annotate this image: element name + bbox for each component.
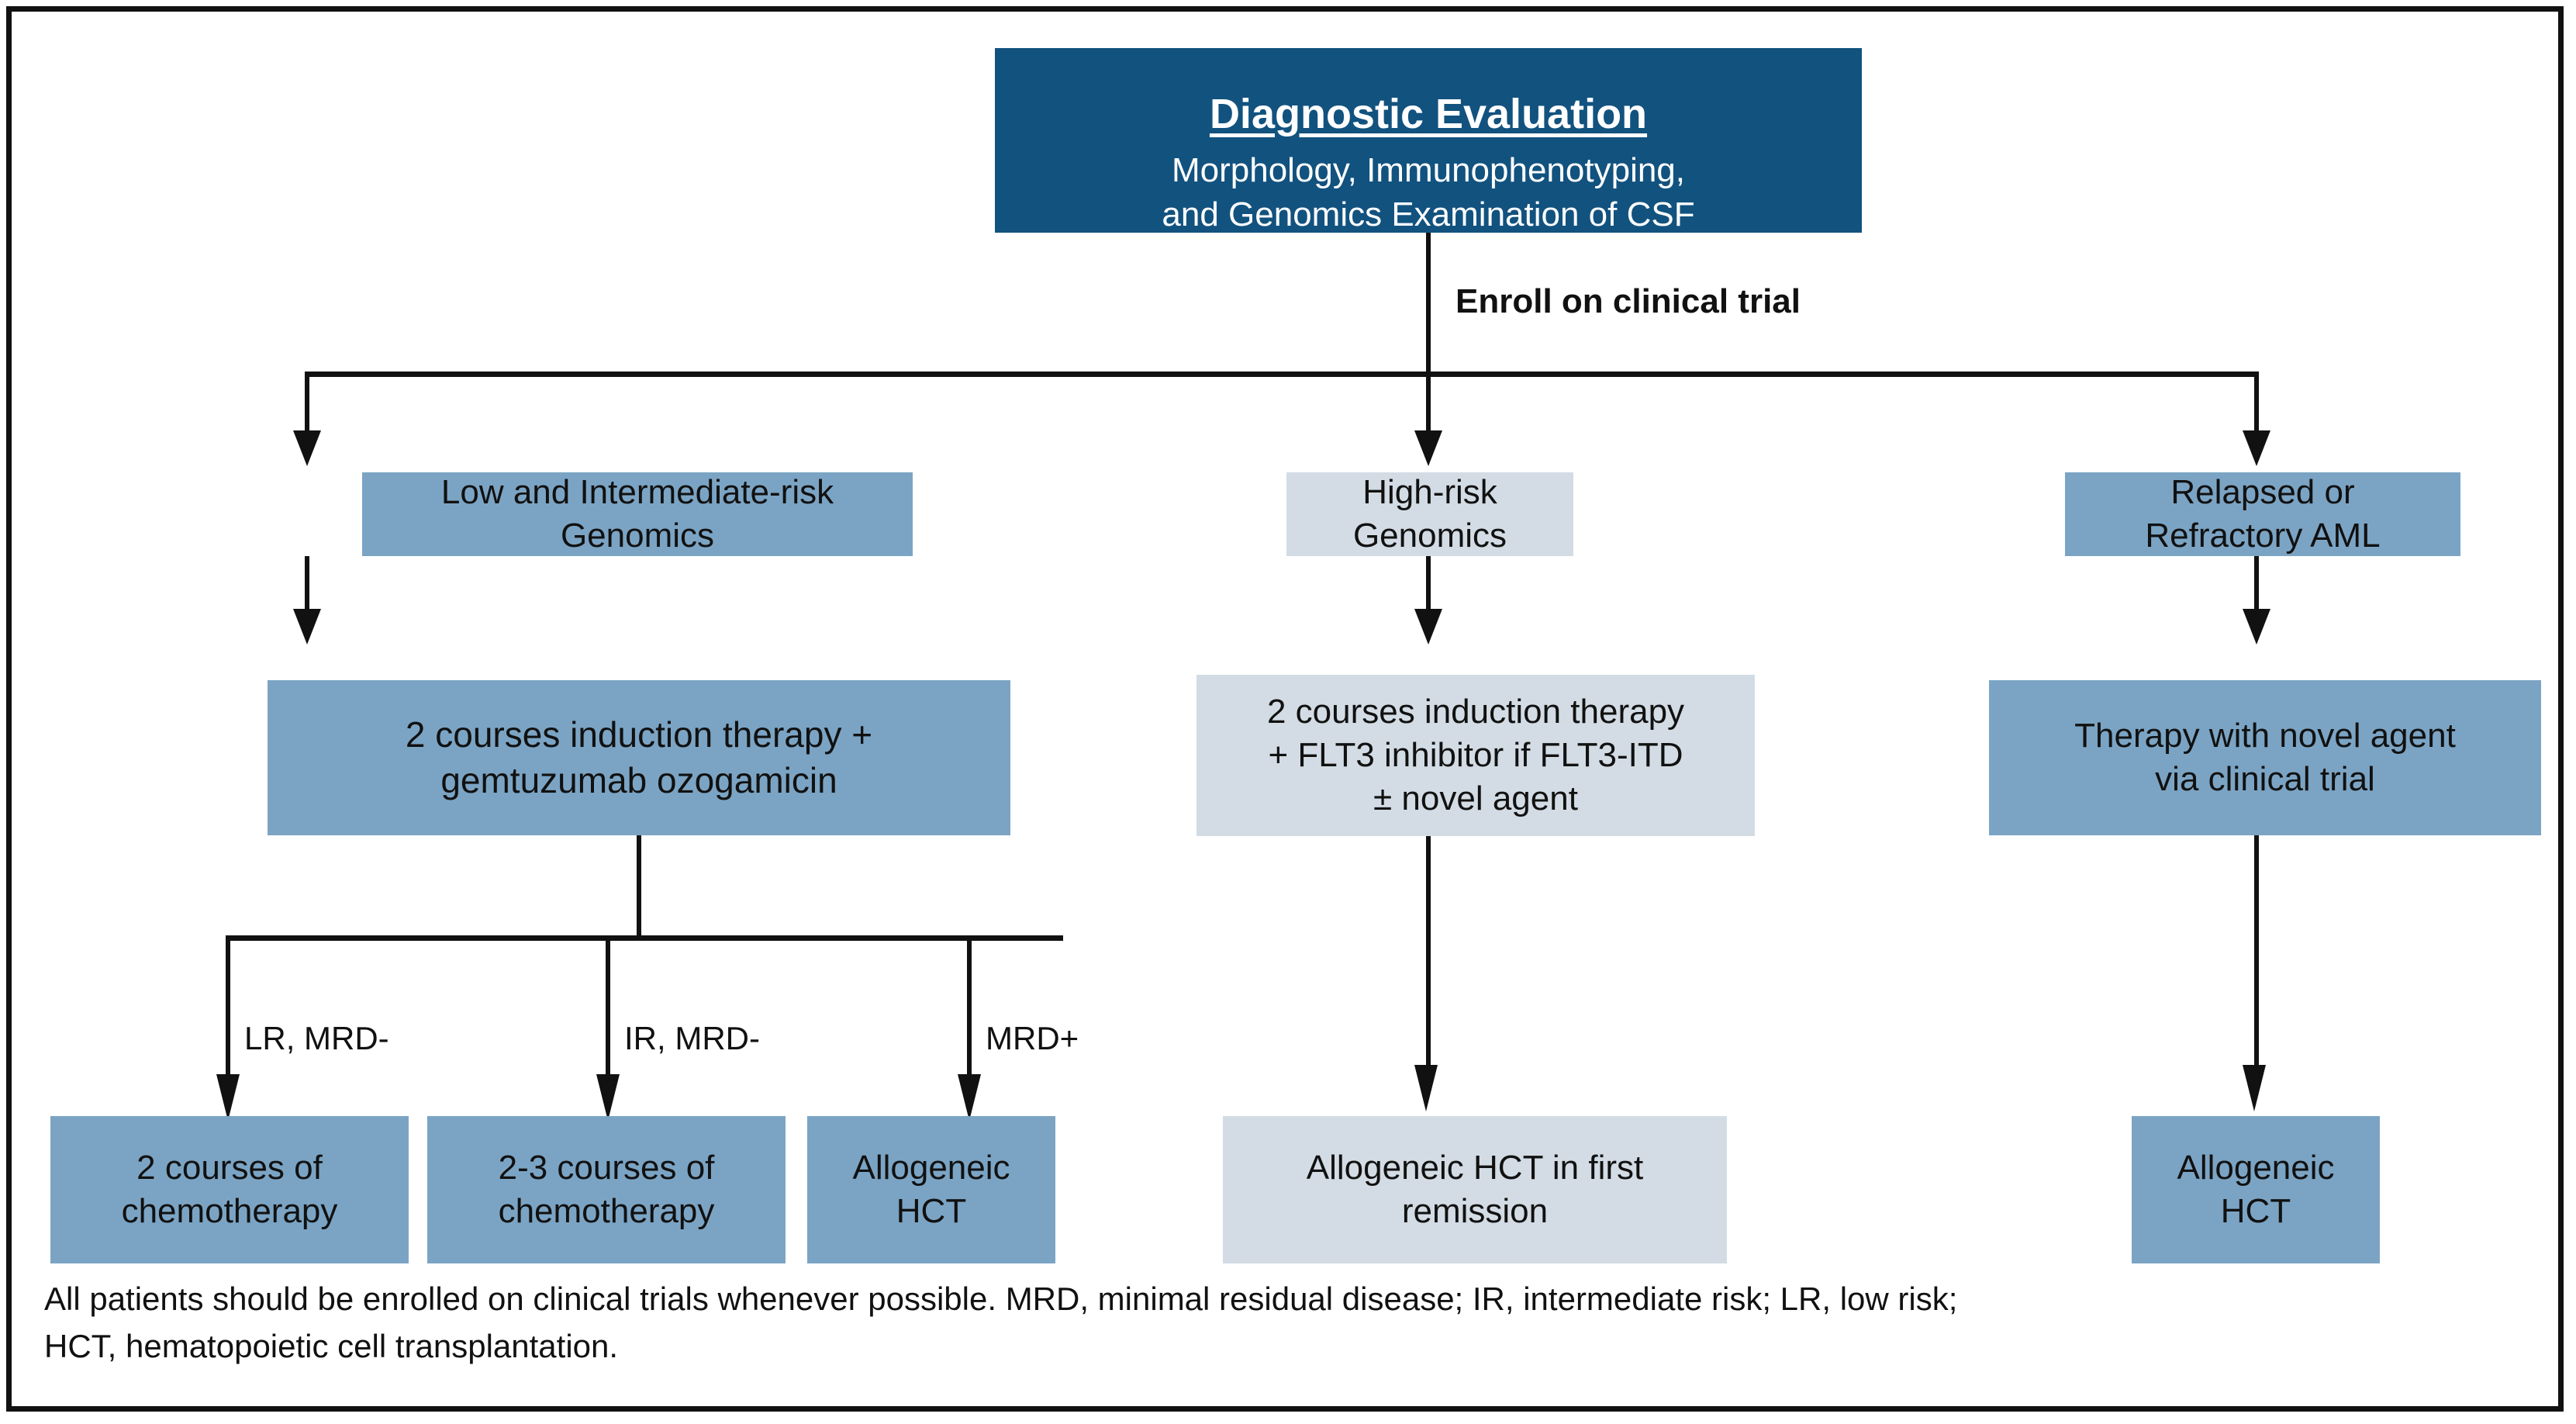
figure-footnote: All patients should be enrolled on clini…	[44, 1281, 1958, 1364]
node-col2-therapy-label: 2 courses induction therapy + FLT3 inhib…	[1266, 692, 1685, 818]
node-high-risk-genomics-label: High-risk Genomics	[1352, 472, 1507, 555]
connector-col1-drop-lr	[226, 935, 230, 1110]
connector-drop-col2	[1426, 372, 1431, 433]
connector-col1-therapy-stem	[637, 835, 641, 938]
connector-col2-risk-to-therapy	[1426, 556, 1431, 613]
edge-label-col1-ir-mrd-negative: IR, MRD-	[624, 1020, 760, 1056]
node-col2-outcome-allogeneic-hct-first-remission: Allogeneic HCT in first remission	[1223, 1116, 1727, 1263]
node-diagnostic-evaluation-title: Diagnostic Evaluation	[1209, 91, 1648, 138]
node-col1-outcome-2-3-courses-chemo-label: 2-3 courses of chemotherapy	[498, 1148, 715, 1230]
arrow-to-high-risk	[1414, 430, 1442, 466]
arrow-col1-outcome-lr	[216, 1074, 240, 1121]
arrow-col1-outcome-ir	[596, 1074, 620, 1121]
arrow-to-relapsed-refractory	[2243, 430, 2270, 466]
node-col1-outcome-2-3-courses-chemo: 2-3 courses of chemotherapy	[427, 1116, 786, 1263]
connector-drop-col1	[305, 372, 309, 433]
node-col1-outcome-allogeneic-hct-label: Allogeneic HCT	[852, 1148, 1010, 1230]
connector-top-distribution-bar	[305, 372, 2259, 377]
node-relapsed-refractory-aml: Relapsed or Refractory AML	[2065, 472, 2460, 556]
connector-col1-drop-mrdpos	[967, 935, 972, 1110]
node-col3-outcome-allogeneic-hct-label: Allogeneic HCT	[2177, 1148, 2335, 1230]
node-col1-therapy: 2 courses induction therapy + gemtuzumab…	[268, 680, 1010, 835]
node-col1-outcome-allogeneic-hct: Allogeneic HCT	[807, 1116, 1055, 1263]
node-col3-outcome-allogeneic-hct: Allogeneic HCT	[2132, 1116, 2380, 1263]
connector-col1-risk-to-therapy	[305, 556, 309, 613]
edge-label-col1-lr-mrd-negative: LR, MRD-	[244, 1020, 389, 1056]
node-col3-therapy-label: Therapy with novel agent via clinical tr…	[2074, 716, 2456, 798]
arrow-to-low-intermediate	[293, 430, 321, 466]
node-col1-outcome-2-courses-chemo-label: 2 courses of chemotherapy	[121, 1148, 338, 1230]
edge-label-enroll-on-clinical-trial: Enroll on clinical trial	[1455, 282, 1801, 320]
arrow-col3-to-therapy	[2243, 609, 2270, 645]
node-low-intermediate-risk-genomics: Low and Intermediate-risk Genomics	[362, 472, 913, 556]
arrow-col2-to-therapy	[1414, 609, 1442, 645]
node-col1-outcome-2-courses-chemo: 2 courses of chemotherapy	[50, 1116, 409, 1263]
edge-label-col1-mrd-positive: MRD+	[986, 1020, 1079, 1056]
connector-col3-risk-to-therapy	[2254, 556, 2259, 613]
arrow-col3-to-outcome	[2243, 1065, 2266, 1111]
connector-col1-drop-ir	[606, 935, 610, 1110]
arrow-col1-outcome-mrdpos	[958, 1074, 981, 1121]
arrow-col2-to-outcome	[1414, 1065, 1438, 1111]
node-col2-therapy: 2 courses induction therapy + FLT3 inhib…	[1196, 675, 1755, 836]
connector-col3-therapy-to-outcome	[2254, 835, 2259, 1068]
node-high-risk-genomics: High-risk Genomics	[1286, 472, 1573, 556]
node-diagnostic-evaluation-body: Morphology, Immunophenotyping, and Genom…	[1162, 151, 1695, 233]
node-low-intermediate-risk-genomics-label: Low and Intermediate-risk Genomics	[440, 472, 834, 555]
node-col3-therapy: Therapy with novel agent via clinical tr…	[1989, 680, 2541, 835]
connector-root-stem	[1426, 233, 1431, 374]
node-relapsed-refractory-aml-label: Relapsed or Refractory AML	[2145, 472, 2381, 555]
connector-drop-col3	[2254, 372, 2259, 433]
connector-col2-therapy-to-outcome	[1426, 836, 1431, 1069]
node-col2-outcome-allogeneic-hct-first-remission-label: Allogeneic HCT in first remission	[1306, 1148, 1644, 1230]
connector-col1-distribution-bar	[226, 935, 1063, 941]
arrow-col1-to-therapy	[293, 609, 321, 645]
node-col1-therapy-label: 2 courses induction therapy + gemtuzumab…	[405, 714, 873, 800]
